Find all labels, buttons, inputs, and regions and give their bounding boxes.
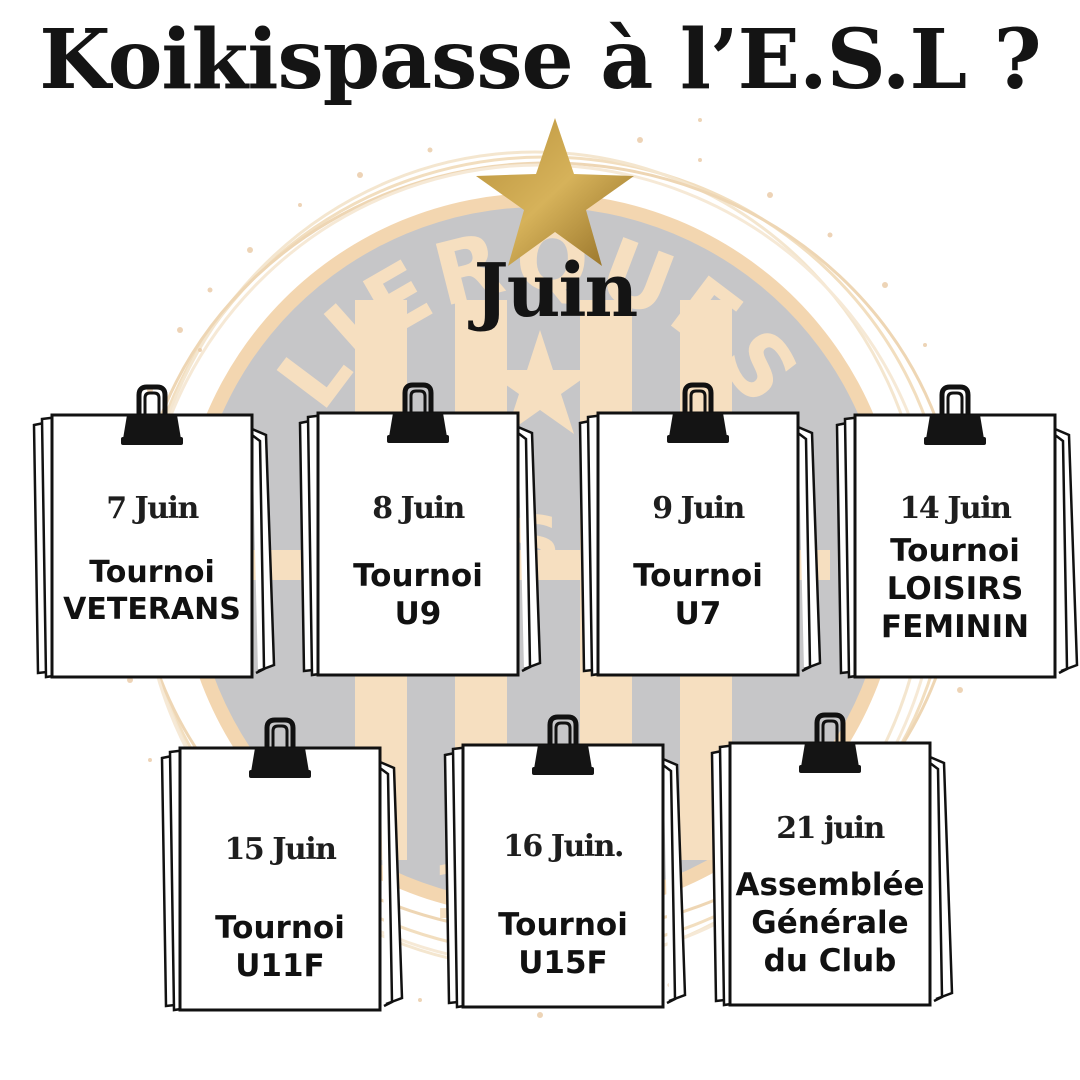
event-title-line: Tournoi [890,533,1020,569]
event-title-line: Tournoi [89,555,215,590]
month-heading: Juin [473,248,639,334]
binder-clip-icon [387,382,449,443]
event-title-line: U9 [394,595,442,632]
event-date: 15 Juin [224,832,337,867]
event-title-line: Tournoi [498,907,628,943]
clipboard-paper [710,741,954,1007]
event-title-line: Tournoi [353,558,483,594]
binder-clip-icon [249,717,311,778]
clipboard-paper [160,746,404,1012]
event-title-line: Tournoi [633,558,763,594]
event-title-line: FEMININ [880,608,1030,645]
binder-clip-icon [924,384,986,445]
clipboard-paper [298,411,542,677]
event-title-line: U7 [674,595,722,632]
gold-star-icon [476,118,634,266]
event-date: 16 Juin. [503,829,624,864]
event-title-line: du Club [763,942,897,979]
event-date: 9 Juin [652,491,745,526]
binder-clip-icon [667,382,729,443]
binder-clip-icon [799,712,861,773]
event-title-line: Assemblée [735,867,925,903]
event-date: 7 Juin [106,491,199,526]
event-title-line: LOISIRS [886,570,1024,607]
binder-clip-icon [532,714,594,775]
clipboard-paper [443,743,687,1009]
clipboard-paper [835,413,1079,679]
event-title-line: VETERANS [63,591,241,627]
event-title-line: Tournoi [215,910,345,946]
event-date: 8 Juin [372,491,465,526]
page-title: Koikispasse à l’E.S.L ? [39,12,1041,108]
clipboard-paper [578,411,822,677]
event-date: 21 juin [776,811,885,846]
event-title-line: U15F [518,944,608,981]
event-date: 14 Juin [899,491,1012,526]
binder-clip-icon [121,384,183,445]
event-title-line: Générale [751,904,909,941]
event-title-line: U11F [235,947,325,984]
clipboard-paper [32,413,276,679]
